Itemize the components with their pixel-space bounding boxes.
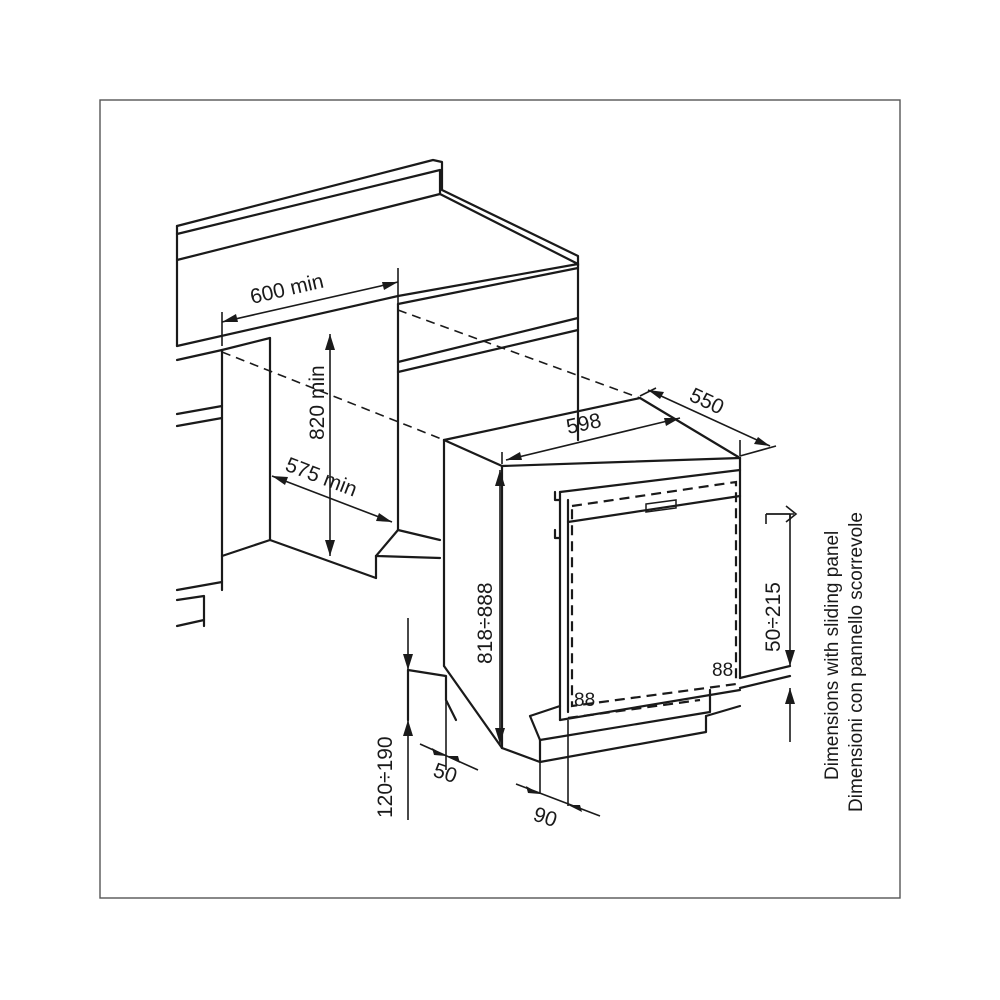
foot-mark-left: 88 (574, 690, 595, 711)
dim-90 (515, 720, 601, 817)
dim-550 (639, 387, 777, 457)
frame-border (99, 99, 901, 899)
dim-600-min (221, 268, 399, 346)
dim-575-min (271, 475, 393, 523)
label-appliance-height: 818÷888 (474, 582, 497, 664)
kitchen-cabinet (175, 158, 580, 628)
dim-50-215 (766, 513, 795, 742)
dim-818-888 (495, 470, 505, 744)
dim-598 (501, 417, 741, 464)
label-sliding-panel-range: 50÷215 (762, 582, 785, 652)
floor-lines (406, 664, 792, 722)
dim-820-min (325, 334, 335, 556)
dim-120-190 (403, 618, 413, 820)
label-plinth-setback: 50 (430, 759, 459, 788)
label-niche-width: 600 min (248, 270, 326, 309)
dishwasher: 88 88 (442, 396, 742, 764)
sliding-panel-pointer (765, 505, 798, 524)
note-italian: Dimensioni con pannello scorrevole (846, 512, 867, 812)
label-niche-height: 820 min (306, 365, 329, 440)
note-english: Dimensions with sliding panel (822, 531, 843, 780)
label-door-offset: 90 (530, 803, 559, 832)
label-appliance-depth: 550 (686, 384, 727, 420)
foot-mark-right: 88 (712, 660, 733, 681)
label-plinth-height: 120÷190 (374, 736, 397, 818)
projection-lines (221, 309, 641, 441)
dim-50 (419, 700, 479, 771)
